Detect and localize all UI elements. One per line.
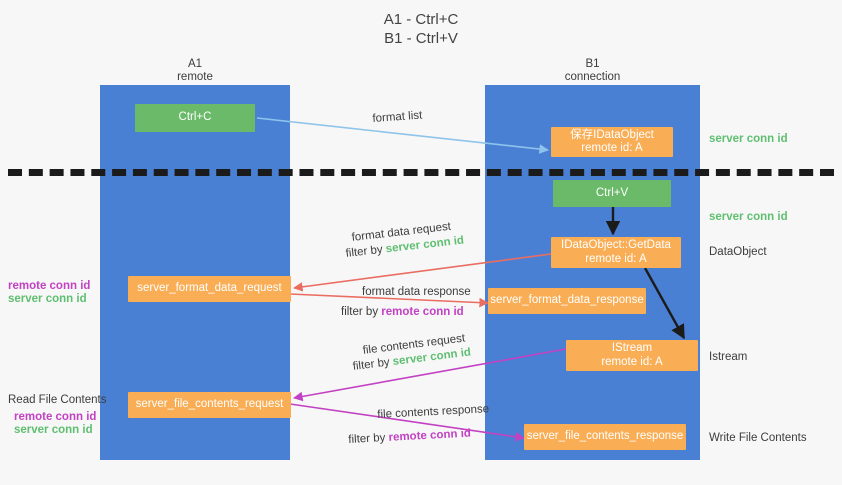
node-istream[interactable]: IStream remote id: A (566, 340, 698, 371)
annotation-write-file-contents: Write File Contents (709, 432, 807, 444)
annotation-left-remote-conn-id-top: remote conn id (8, 280, 91, 292)
edge-label-file-contents-response: file contents response (377, 403, 490, 421)
lane-header-b1: B1 connection (564, 58, 621, 83)
edge-filter-format-data-response: filter by remote conn id (341, 305, 464, 319)
filter-by-text-4: filter by (348, 431, 389, 446)
node-server-file-contents-response[interactable]: server_file_contents_response (524, 424, 686, 450)
edge-label-format-list: format list (372, 109, 423, 125)
filter-by-text-3: filter by (352, 356, 394, 373)
edge-label-format-data-response: format data response (362, 286, 471, 298)
node-server-format-data-response[interactable]: server_format_data_response (488, 288, 646, 314)
annotation-server-conn-id-mid: server conn id (709, 211, 788, 223)
node-idataobject-getdata[interactable]: IDataObject::GetData remote id: A (551, 237, 681, 268)
annotation-server-conn-id-top: server conn id (709, 133, 788, 145)
lane-header-a1: A1 remote (177, 58, 213, 83)
node-server-file-contents-request[interactable]: server_file_contents_request (128, 392, 291, 418)
node-ctrl-v[interactable]: Ctrl+V (553, 180, 671, 207)
annotation-left-server-conn-id-bottom: server conn id (14, 424, 93, 436)
annotation-left-server-conn-id-top: server conn id (8, 293, 87, 305)
node-save-idataobject[interactable]: 保存IDataObject remote id: A (551, 127, 673, 157)
filter-by-text: filter by (345, 243, 387, 260)
annotation-dataobject: DataObject (709, 246, 767, 258)
page-title: A1 - Ctrl+C B1 - Ctrl+V (383, 11, 459, 47)
annotation-left-remote-conn-id-bottom: remote conn id (14, 411, 97, 423)
node-ctrl-c[interactable]: Ctrl+C (135, 104, 255, 132)
node-server-format-data-request[interactable]: server_format_data_request (128, 276, 291, 302)
edge-filter-file-contents-response: filter by remote conn id (348, 427, 471, 447)
filter-value-remote-conn-id-2: remote conn id (388, 427, 472, 444)
filter-by-text-2: filter by (341, 306, 382, 318)
filter-value-remote-conn-id: remote conn id (381, 306, 464, 318)
annotation-read-file-contents: Read File Contents (8, 394, 107, 406)
phase-divider (8, 169, 834, 176)
annotation-istream: Istream (709, 351, 748, 363)
